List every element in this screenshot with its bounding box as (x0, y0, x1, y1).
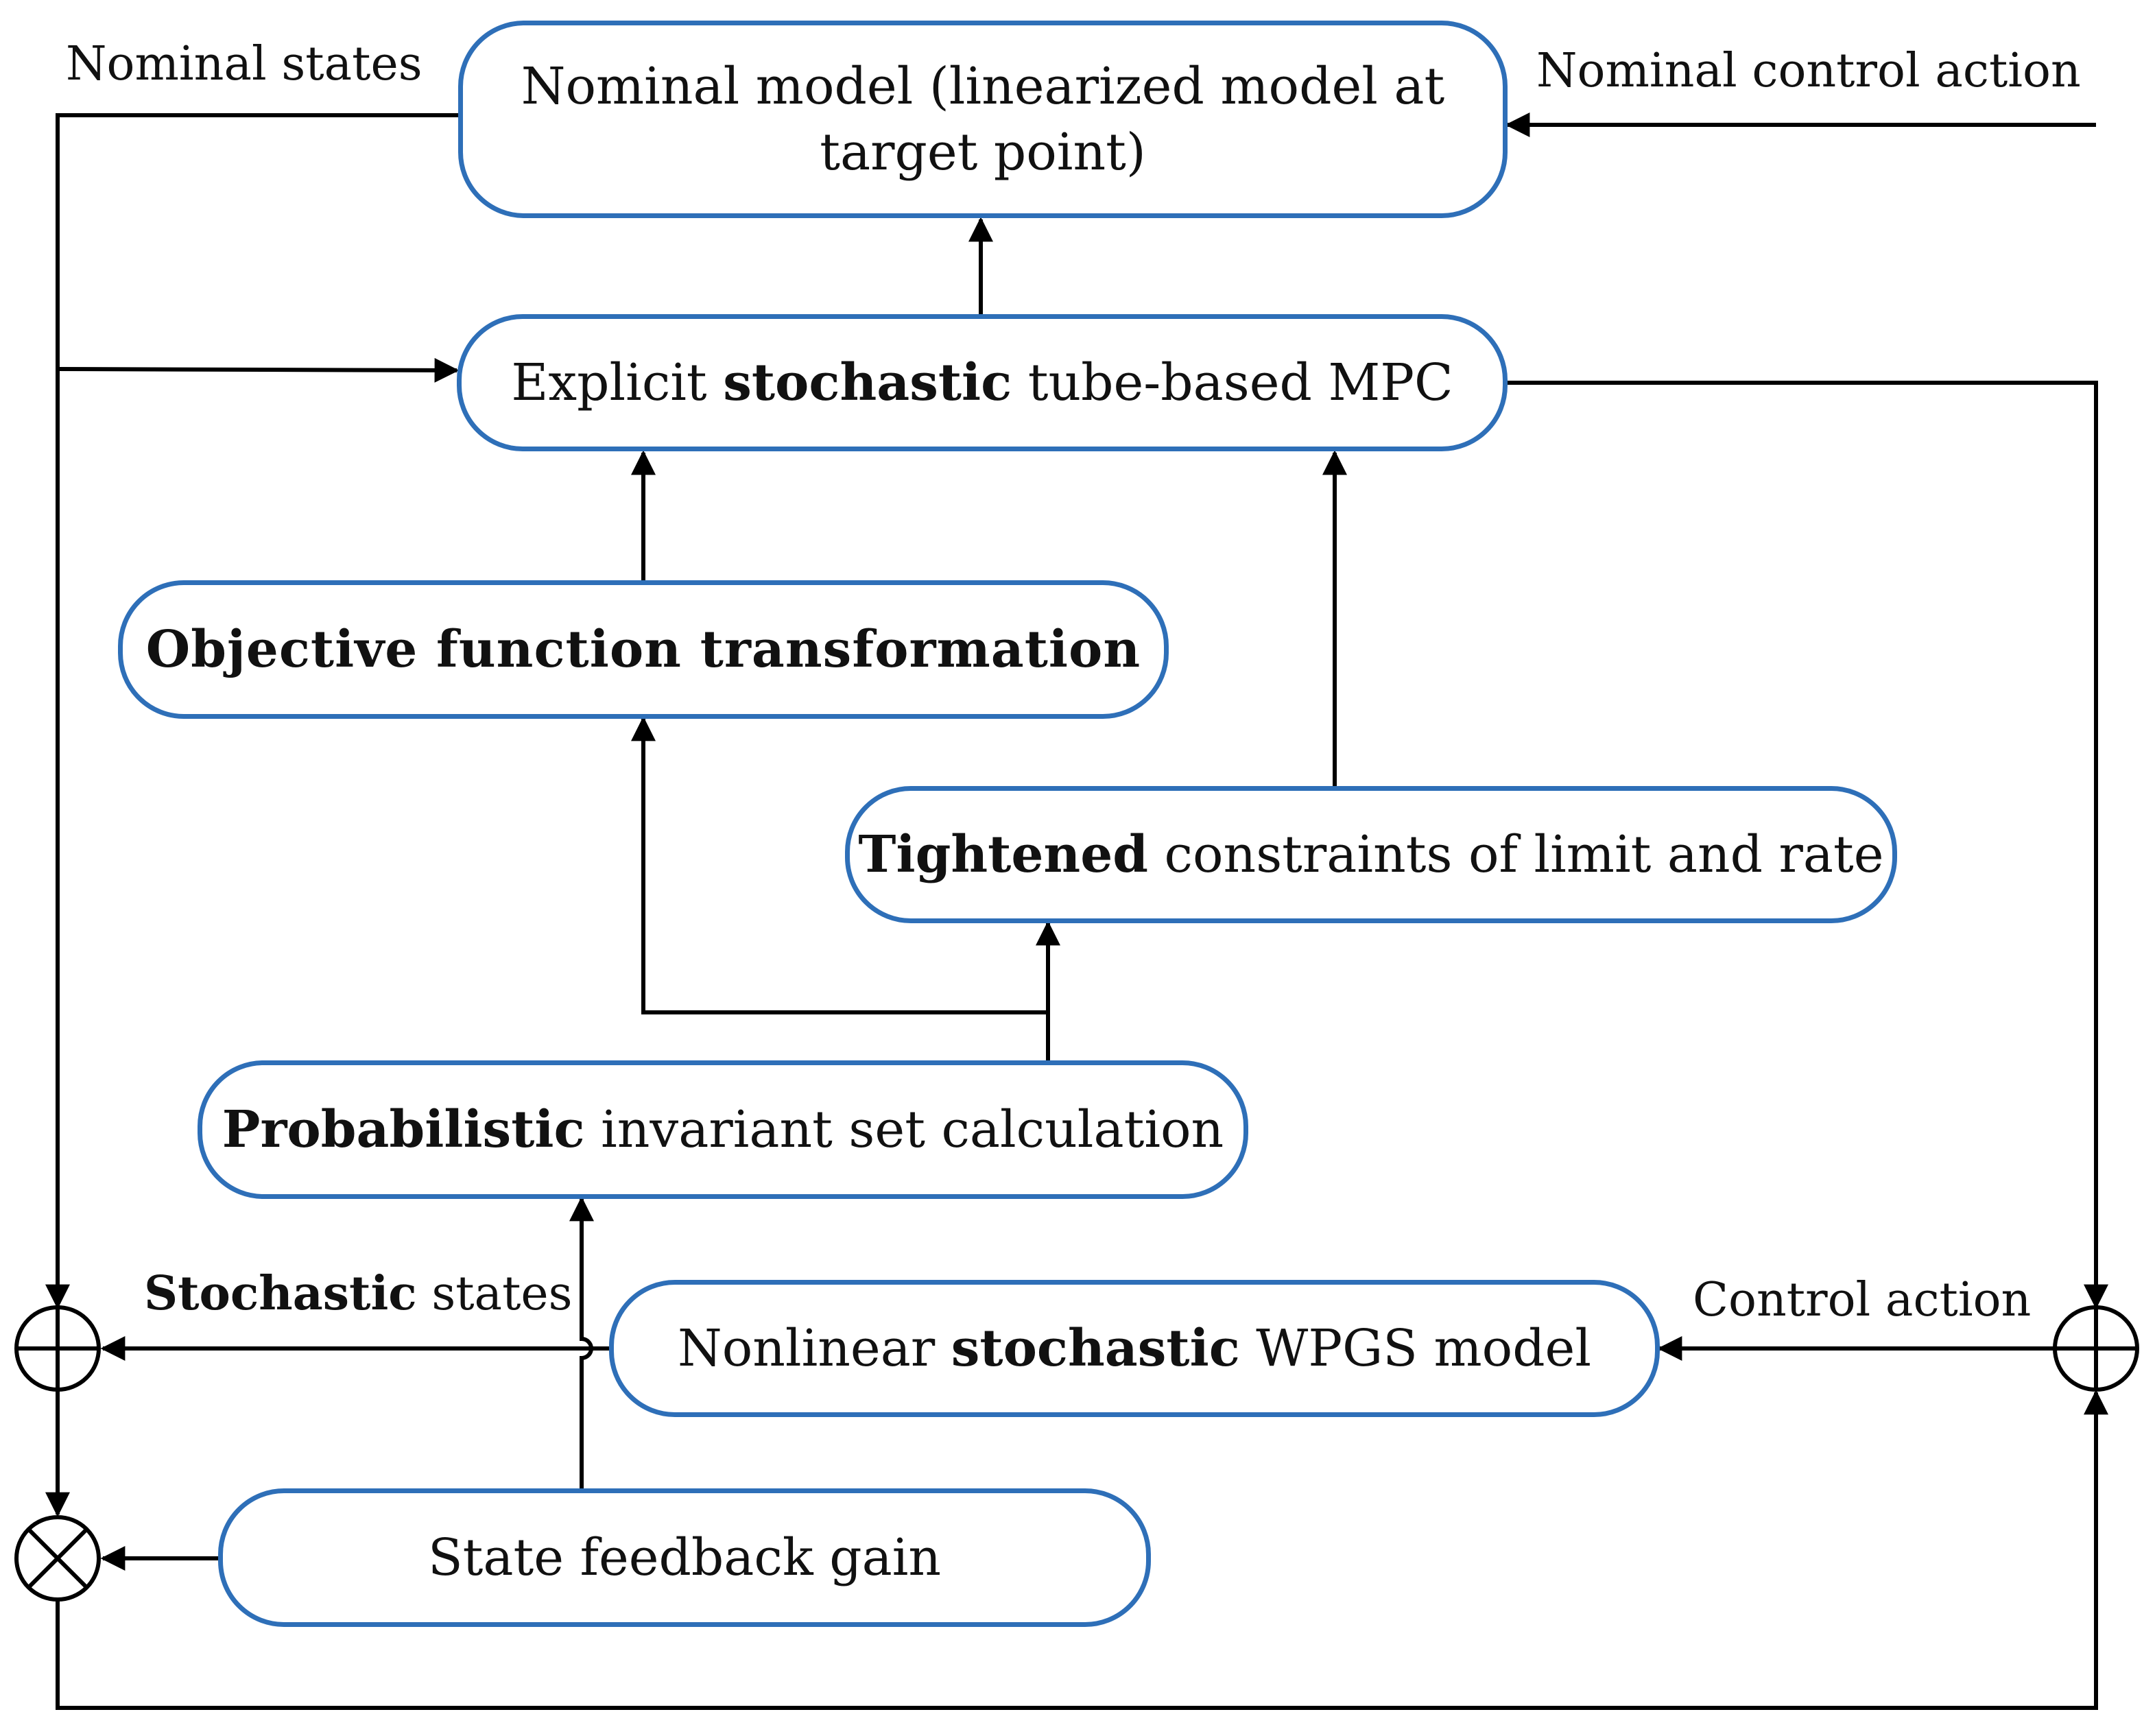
tightened-text: Tightened constraints of limit and rate (858, 824, 1884, 884)
nominal-states-label: Nominal states (66, 37, 422, 91)
state-feedback-gain-box: State feedback gain (218, 1488, 1151, 1627)
objective-function-box: Objective function transformation (118, 580, 1169, 719)
control-action-label: Control action (1693, 1273, 2032, 1327)
right-sum-junction-icon (2053, 1305, 2139, 1392)
nonlinear-wpgs-model-box: Nonlinear stochastic WPGS model (609, 1280, 1660, 1417)
mpc-text: Explicit stochastic tube-based MPC (511, 353, 1453, 412)
feedback-to-probabilistic-arrow (569, 1196, 594, 1490)
nominal-states-line (45, 113, 458, 1309)
nominal-model-text: Nominal model (linearized model at targe… (521, 56, 1445, 182)
nonlinear-text: Nonlinear stochastic WPGS model (677, 1318, 1592, 1378)
probabilistic-text: Probabilistic invariant set calculation (222, 1099, 1224, 1159)
explicit-mpc-box: Explicit stochastic tube-based MPC (457, 314, 1508, 451)
probabilistic-set-box: Probabilistic invariant set calculation (198, 1060, 1248, 1199)
objective-text: Objective function transformation (145, 619, 1141, 679)
probabilistic-to-objective-arrow (631, 716, 1048, 1014)
nominal-states-to-mpc-arrow (57, 357, 460, 383)
tightened-constraints-box: Tightened constraints of limit and rate (845, 786, 1897, 923)
multiplier-junction-icon (14, 1515, 101, 1602)
mpc-to-right-sum-line (1506, 381, 2108, 1309)
left-sum-junction-icon (14, 1305, 101, 1392)
feedback-text: State feedback gain (427, 1527, 942, 1587)
nominal-control-action-label: Nominal control action (1536, 44, 2081, 98)
nominal-model-box: Nominal model (linearized model at targe… (458, 21, 1508, 218)
feedback-loop-line (56, 1390, 2108, 1710)
stochastic-states-label: Stochastic states (144, 1266, 573, 1321)
